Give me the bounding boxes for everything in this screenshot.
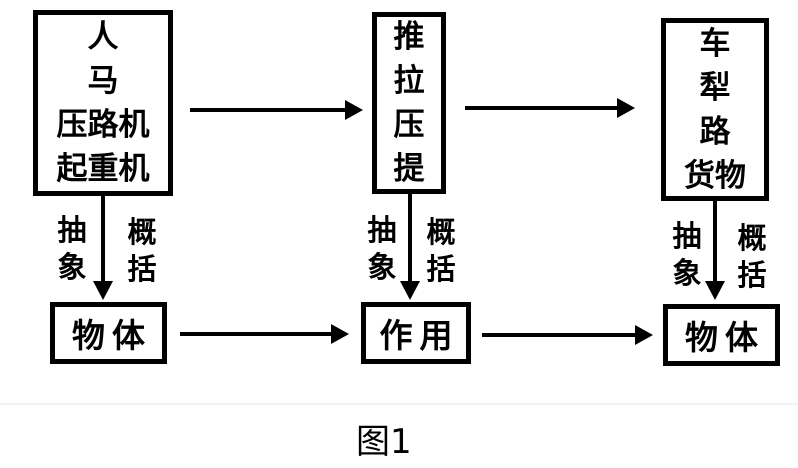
right-arrow-icon — [482, 325, 653, 345]
right-arrow-icon — [180, 324, 349, 344]
box-text-line: 货物 — [684, 157, 746, 194]
down-arrow-icon — [705, 201, 725, 300]
abstract-label: 抽象 — [367, 213, 397, 284]
box-text-line: 马 — [87, 63, 119, 99]
top-box-concrete-things-3: 车 犁 路 货物 — [661, 18, 769, 201]
right-arrow-icon — [190, 100, 363, 120]
box-text-line: 路 — [699, 113, 731, 150]
bottom-box-object-1: 物体 — [50, 302, 167, 364]
box-text-line: 人 — [87, 19, 119, 55]
top-box-concrete-things-1: 人 马 压路机 起重机 — [33, 10, 173, 196]
down-arrow-icon — [93, 196, 113, 300]
down-arrow-icon — [400, 194, 420, 300]
abstract-label: 抽象 — [672, 219, 702, 290]
box-text-line: 起重机 — [56, 151, 150, 187]
divider — [0, 403, 798, 405]
generalize-label: 概括 — [426, 215, 456, 286]
bottom-box-object-3: 物体 — [663, 304, 780, 366]
top-box-actions-2: 推 拉 压 提 — [372, 12, 446, 194]
box-text-line: 车 — [699, 25, 731, 62]
box-text-line: 推 — [393, 19, 425, 55]
box-text-line: 压路机 — [56, 107, 150, 143]
abstract-label: 抽象 — [57, 213, 87, 284]
generalize-label: 概括 — [127, 215, 157, 286]
box-text-line: 提 — [393, 151, 425, 187]
box-text-line: 压 — [393, 107, 425, 143]
right-arrow-icon — [465, 98, 635, 118]
box-text-line: 犁 — [699, 69, 731, 106]
box-text-line: 拉 — [393, 63, 425, 99]
bottom-box-effect-2: 作用 — [361, 302, 471, 364]
generalize-label: 概括 — [737, 221, 767, 292]
figure-caption: 图1 — [356, 422, 412, 462]
